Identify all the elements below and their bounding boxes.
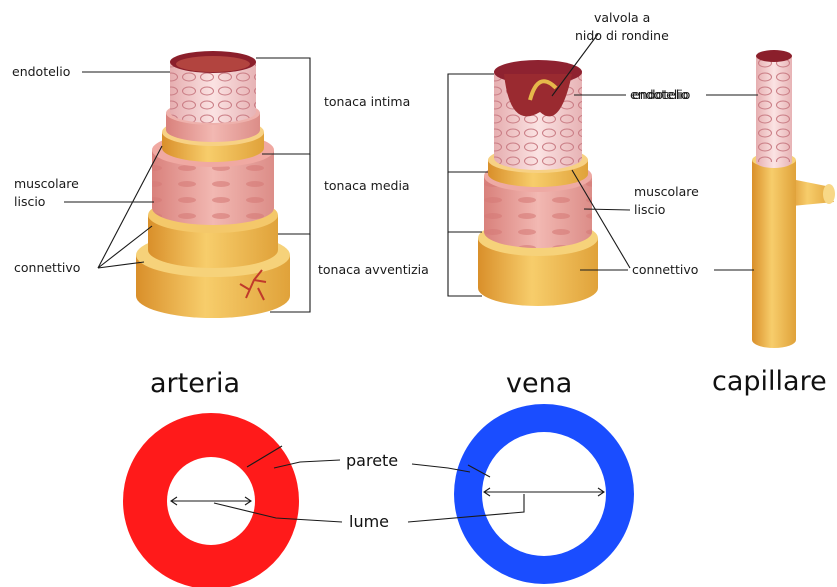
- label-lume: lume: [349, 512, 389, 531]
- capillary-illustration: [752, 50, 835, 348]
- label-parete: parete: [346, 451, 398, 470]
- label-liscio-left: liscio: [14, 194, 45, 209]
- title-arteria: arteria: [150, 368, 240, 399]
- label-tonaca-avventizia: tonaca avventizia: [318, 262, 429, 277]
- title-capillare: capillare: [712, 366, 827, 397]
- label-muscolare-left: muscolare: [14, 176, 79, 191]
- title-vena: vena: [506, 368, 572, 399]
- label-tonaca-media: tonaca media: [324, 178, 410, 193]
- label-valvola-2: nido di rondine: [575, 28, 669, 43]
- vein-cross-section: [454, 404, 634, 584]
- label-valvola-1: valvola a: [594, 10, 650, 25]
- capillary-labels: endotelio: [632, 87, 758, 270]
- label-endotelio-left: endotelio: [12, 64, 70, 79]
- label-liscio-right: liscio: [634, 202, 665, 217]
- label-muscolare-right: muscolare: [634, 184, 699, 199]
- label-connettivo-right: connettivo: [632, 262, 698, 277]
- label-connettivo-left: connettivo: [14, 260, 80, 275]
- label-endotelio-capillare: endotelio: [632, 87, 690, 102]
- artery-cross-section: [123, 413, 299, 587]
- label-tonaca-intima: tonaca intima: [324, 94, 410, 109]
- artery-illustration: [136, 51, 290, 318]
